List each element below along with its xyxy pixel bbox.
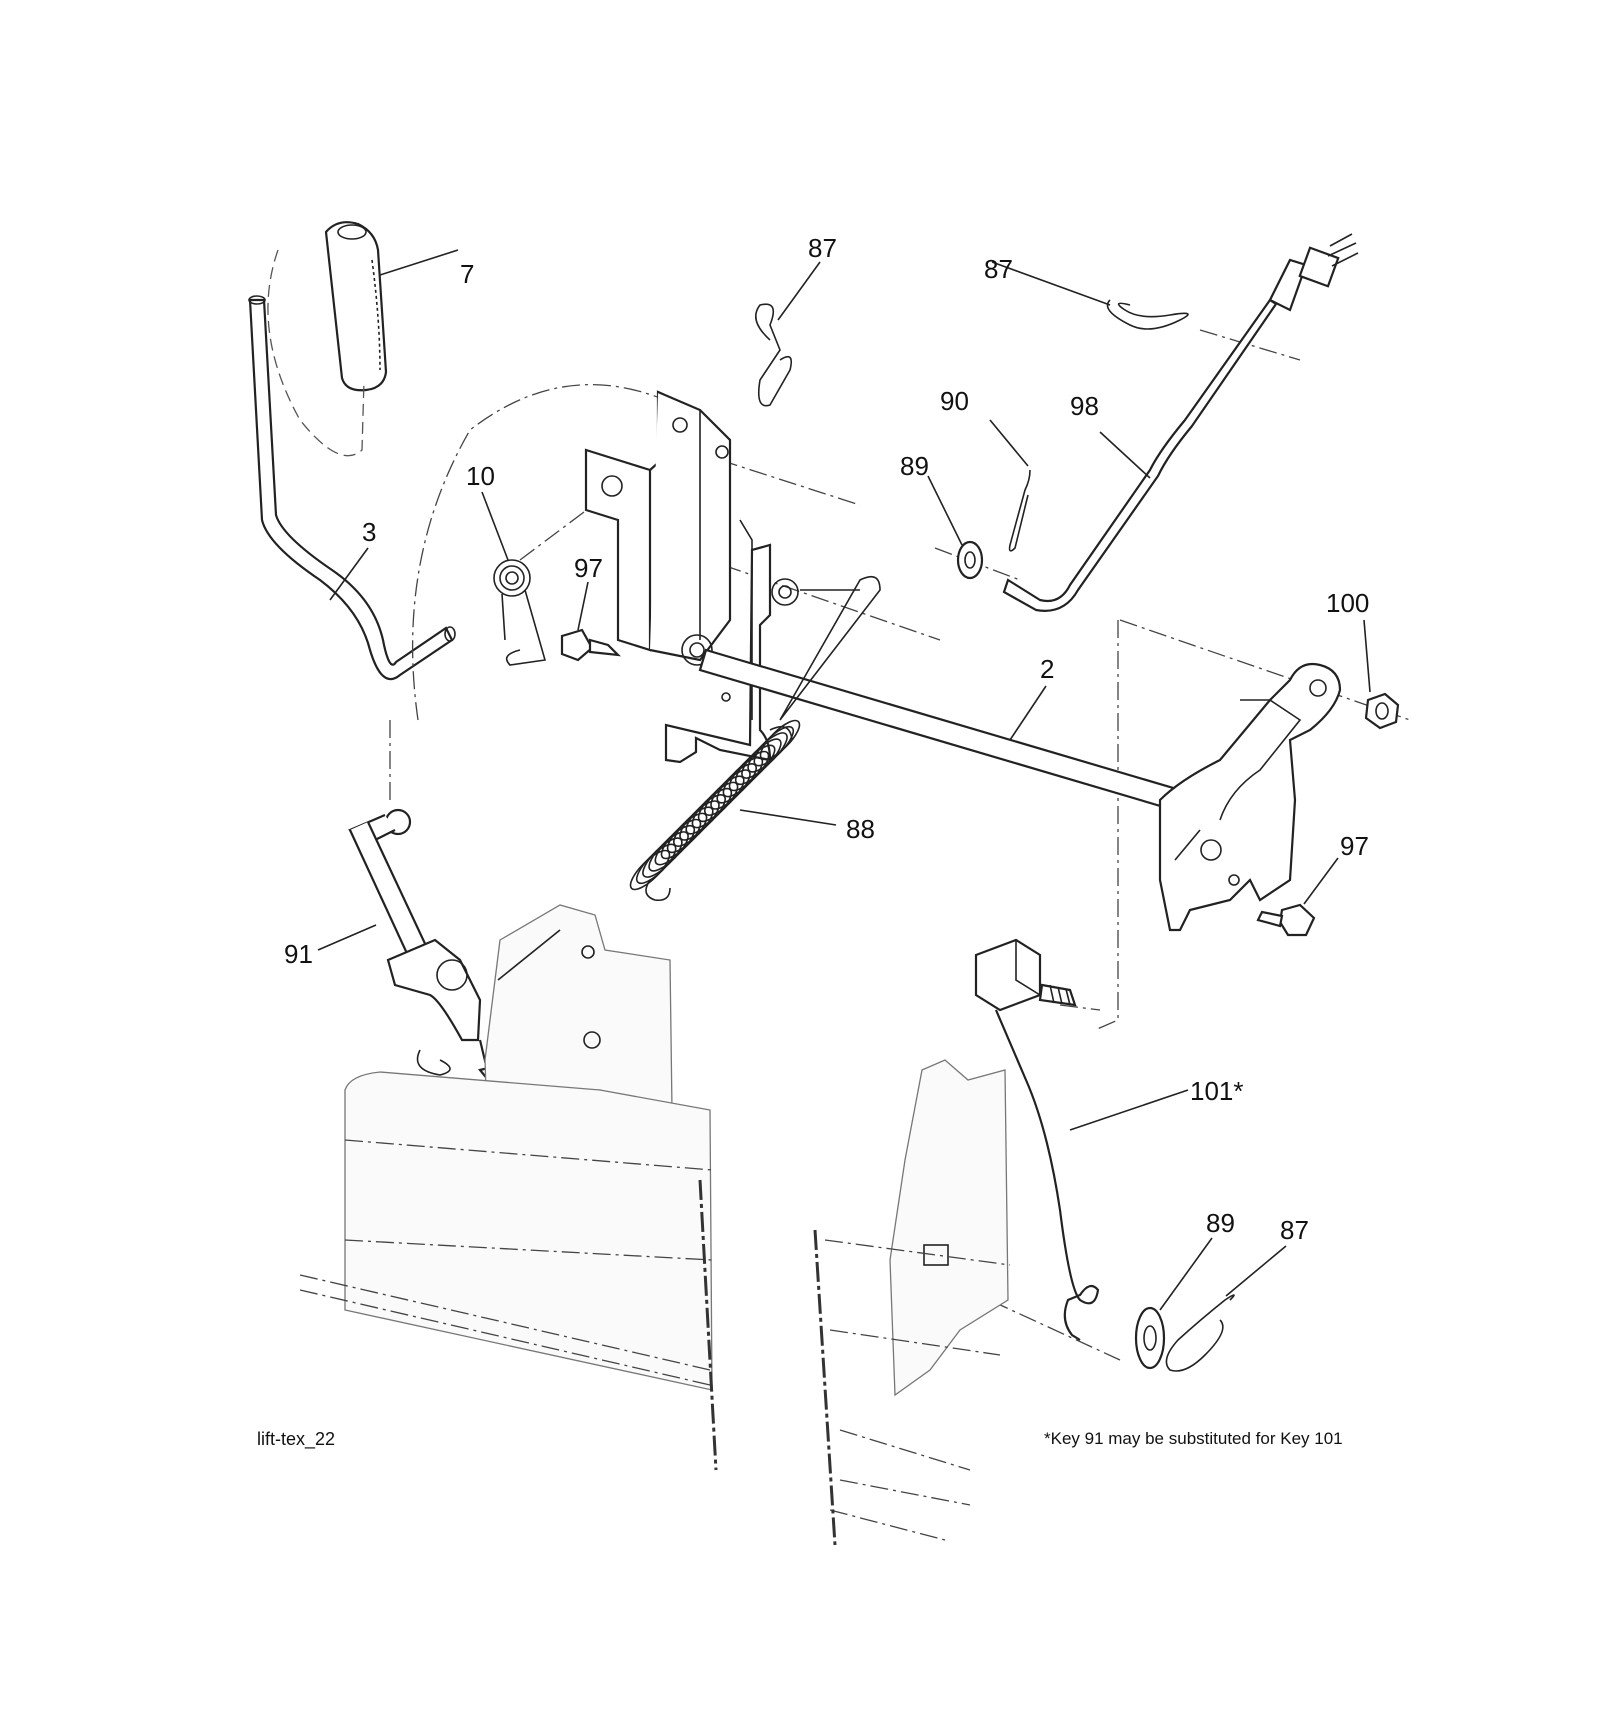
leader-lines [317,249,1371,1311]
callout-101: 101* [1190,1076,1244,1106]
link-rod-alt-part [974,938,1100,1341]
left-deck-housing [299,1071,718,1471]
callout-100: 100 [1326,588,1369,618]
handle-grip-part [267,221,388,457]
lift-handle-part [248,295,456,681]
callout-90: 90 [940,386,969,416]
spring-hook-wire [779,575,881,721]
callout-91: 91 [284,939,313,969]
cotter-pin-part [1008,469,1031,552]
bolt-part [560,628,621,662]
torsion-spring-part [493,559,547,666]
callout-97: 97 [1340,831,1369,861]
callout-87: 87 [808,233,837,263]
callout-89: 89 [1206,1208,1235,1238]
diagram-code: lift-tex_22 [257,1429,335,1450]
hairpin-clip-part [1165,1294,1235,1372]
bolt-part [1256,903,1316,937]
nut-part [1364,692,1400,730]
callout-87: 87 [984,254,1013,284]
hairpin-clip-part [1106,299,1189,330]
callout-88: 88 [846,814,875,844]
right-lift-arm-part [1158,662,1342,932]
callout-98: 98 [1070,391,1099,421]
washer-part [1134,1306,1166,1370]
callout-89: 89 [900,451,929,481]
washer-part [956,540,984,580]
link-rod-part [1002,233,1359,612]
callout-10: 10 [466,461,495,491]
callout-3: 3 [362,517,376,547]
callout-2: 2 [1040,654,1054,684]
hairpin-clip-part [754,303,793,407]
spring-coil [759,719,801,761]
footnote: *Key 91 may be substituted for Key 101 [1044,1429,1343,1448]
callout-87: 87 [1280,1215,1309,1245]
lift-shaft-part [698,648,1187,813]
callout-7: 7 [460,259,474,289]
lift-arm-plate-part [664,519,799,764]
center-bracket-part [584,390,732,662]
callout-97: 97 [574,553,603,583]
extension-spring-part [629,719,801,902]
right-deck-bracket [889,1059,1009,1397]
right-deck-housing [813,1229,1011,1546]
